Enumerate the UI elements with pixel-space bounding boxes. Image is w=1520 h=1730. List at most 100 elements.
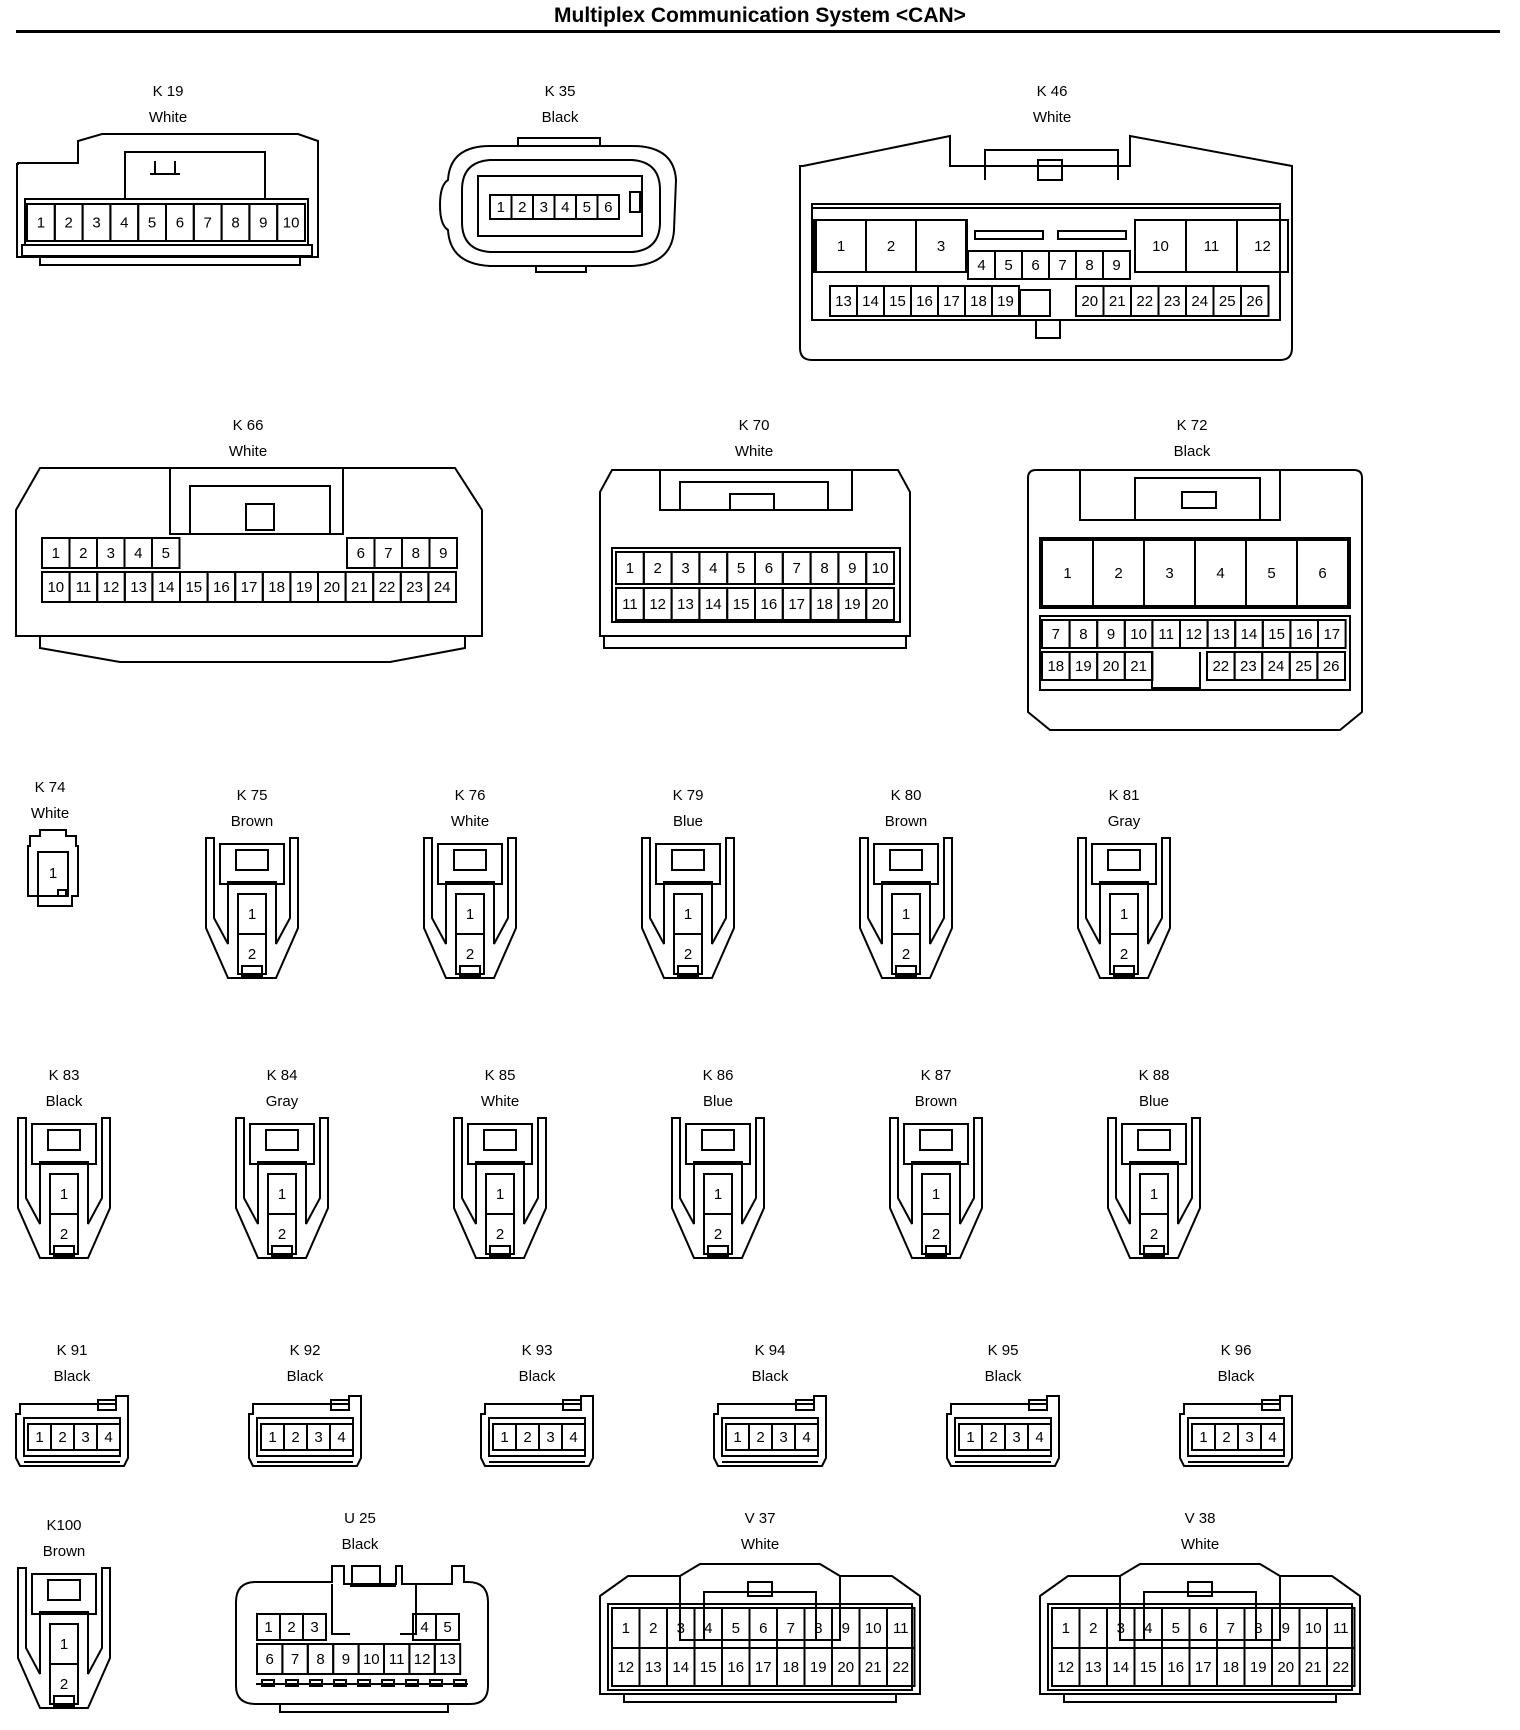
- pin-number: 2: [496, 1226, 504, 1243]
- latch: [895, 965, 917, 977]
- pin-number: 4: [704, 1620, 712, 1637]
- pin-cell: [865, 551, 896, 585]
- pin-number: 22: [1332, 1659, 1349, 1676]
- pin-number: 20: [1277, 1659, 1294, 1676]
- pin-number: 5: [1172, 1620, 1180, 1637]
- pin-number: 8: [1254, 1620, 1262, 1637]
- pin-number: 11: [1204, 238, 1220, 255]
- pin-cell: [267, 1213, 297, 1255]
- pin-number: 10: [865, 1620, 882, 1637]
- housing-outline: [1179, 1395, 1293, 1467]
- page-title: Multiplex Communication System <CAN>: [554, 4, 966, 27]
- pin-number: 18: [816, 596, 833, 613]
- latch: [1181, 491, 1217, 509]
- connector-color: White: [741, 1536, 779, 1553]
- latch: [241, 965, 263, 977]
- pin-number: 1: [733, 1429, 741, 1446]
- latch: [57, 889, 67, 897]
- housing-outline: [477, 175, 643, 237]
- pin-cell: [455, 933, 485, 975]
- pin-number: 2: [60, 1226, 68, 1243]
- pin-number: 18: [1222, 1659, 1239, 1676]
- pin-number: 11: [893, 1620, 909, 1637]
- latch: [889, 849, 923, 871]
- pin-number: 16: [1167, 1659, 1184, 1676]
- pin-number: 13: [1213, 626, 1230, 643]
- latch: [483, 1129, 517, 1151]
- pin-number: 1: [1120, 906, 1128, 923]
- pin-cell: [596, 194, 620, 220]
- pin-number: 20: [1081, 293, 1098, 310]
- latch: [265, 1129, 299, 1151]
- pin-number: 4: [337, 1429, 345, 1446]
- pin-number: 1: [932, 1186, 940, 1203]
- pin-number: 2: [902, 946, 910, 963]
- housing-outline: [15, 1395, 129, 1467]
- housing-outline: [279, 1704, 449, 1713]
- slot: [261, 1679, 275, 1687]
- pin-number: 11: [622, 596, 638, 613]
- pin-number: 2: [287, 1619, 295, 1636]
- housing-outline: [461, 159, 661, 253]
- connector-color: Brown: [43, 1543, 86, 1560]
- pin-cell: [237, 933, 267, 975]
- pin-number: 14: [1112, 1659, 1129, 1676]
- housing-outline: [713, 1395, 827, 1467]
- pin-number: 1: [837, 238, 845, 255]
- connector-color: Brown: [885, 813, 928, 830]
- pin-number: 14: [672, 1659, 689, 1676]
- pin-cell: [891, 933, 921, 975]
- housing-outline: [453, 1117, 547, 1259]
- pin-number: 13: [677, 596, 694, 613]
- pin-number: 1: [37, 214, 45, 231]
- latch: [1113, 965, 1135, 977]
- housing-outline: [811, 207, 1281, 321]
- pin-cell: [794, 1423, 819, 1451]
- pin-number: 1: [268, 1429, 276, 1446]
- latch: [1143, 1245, 1165, 1257]
- housing-outline: [1107, 1117, 1201, 1259]
- pin-number: 2: [60, 1676, 68, 1693]
- pin-number: 4: [120, 214, 128, 231]
- housing-outline: [31, 1573, 97, 1615]
- housing-outline: [611, 547, 901, 623]
- slot: [357, 1679, 371, 1687]
- housing-outline: [331, 1584, 417, 1635]
- pin-number: 26: [1246, 293, 1263, 310]
- pin-cell: [1027, 1423, 1052, 1451]
- pin-cell: [37, 851, 69, 897]
- latch: [1028, 1399, 1048, 1411]
- housing-outline: [679, 481, 829, 511]
- housing-outline: [219, 843, 285, 885]
- pin-number: 4: [1268, 1429, 1276, 1446]
- pin-number: 10: [363, 1651, 380, 1668]
- latch: [53, 1245, 75, 1257]
- connector-color: White: [1181, 1536, 1219, 1553]
- pin-number: 25: [1295, 658, 1312, 675]
- pin-number: 3: [677, 1620, 685, 1637]
- housing-outline: [1091, 843, 1157, 885]
- pin-number: 4: [1035, 1429, 1043, 1446]
- latch: [459, 965, 481, 977]
- housing-outline: [946, 1395, 1060, 1467]
- connector-color: Gray: [1108, 813, 1141, 830]
- housing-outline: [984, 149, 1119, 180]
- housing-outline: [235, 1565, 489, 1705]
- connector-color: Black: [519, 1368, 556, 1385]
- housing-outline: [655, 843, 721, 885]
- pin-number: 2: [989, 1429, 997, 1446]
- latch: [271, 1245, 293, 1257]
- pin-number: 19: [1075, 658, 1092, 675]
- pin-number: 21: [351, 579, 368, 596]
- pin-number: 2: [466, 946, 474, 963]
- pin-number: 18: [268, 579, 285, 596]
